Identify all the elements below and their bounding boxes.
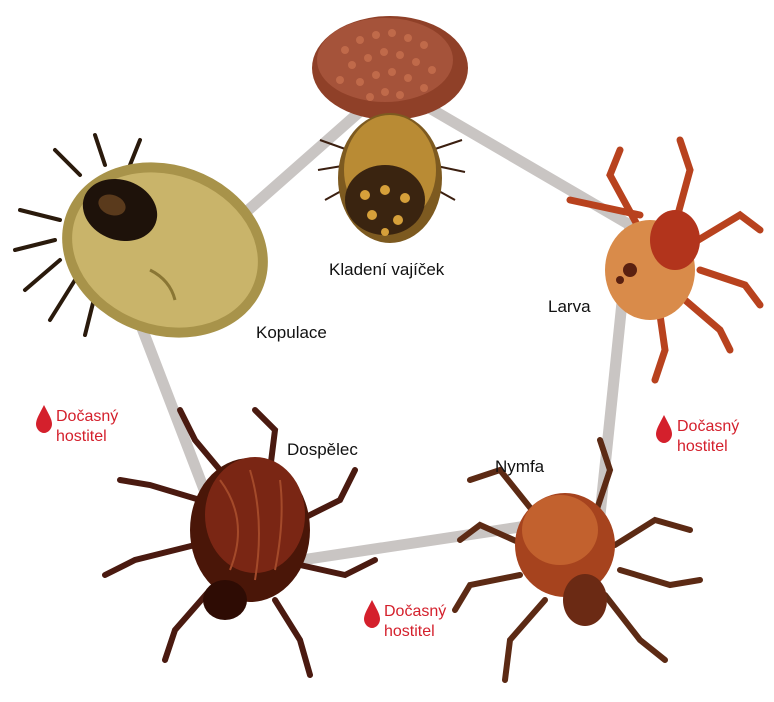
larva-tick-image xyxy=(570,140,760,380)
host-label-line2: hostitel xyxy=(56,427,118,447)
host-label-right: Dočasný hostitel xyxy=(677,417,739,457)
host-label-line1: Dočasný xyxy=(677,417,739,437)
label-adult: Dospělec xyxy=(287,440,358,460)
label-larva: Larva xyxy=(548,297,591,317)
host-label-line2: hostitel xyxy=(384,622,446,642)
label-copulation: Kopulace xyxy=(256,323,327,343)
host-label-line1: Dočasný xyxy=(384,602,446,622)
host-label-bottom: Dočasný hostitel xyxy=(384,602,446,642)
label-egg-laying: Kladení vajíček xyxy=(329,260,444,280)
blood-drop-icon xyxy=(364,600,380,628)
nymph-tick-image xyxy=(455,440,700,680)
host-label-line2: hostitel xyxy=(677,437,739,457)
label-nymph: Nymfa xyxy=(495,457,544,477)
host-label-line1: Dočasný xyxy=(56,407,118,427)
copulation-tick-image xyxy=(15,134,293,366)
blood-drop-icon xyxy=(656,415,672,443)
host-label-left: Dočasný hostitel xyxy=(56,407,118,447)
blood-drop-icon xyxy=(36,405,52,433)
